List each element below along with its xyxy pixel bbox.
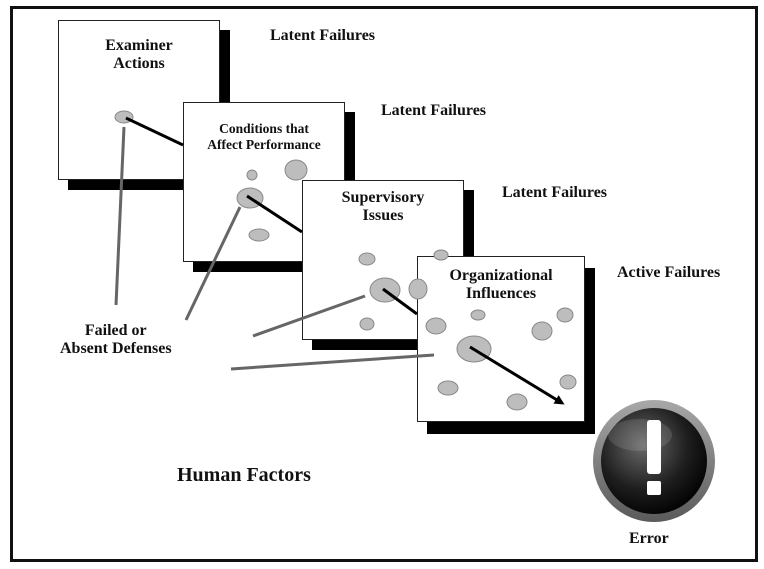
card-title-line: Supervisory bbox=[341, 189, 425, 206]
trajectory-segment bbox=[246, 194, 303, 234]
frame-border-top bbox=[10, 6, 758, 9]
frame-border-left bbox=[10, 6, 13, 562]
hole bbox=[246, 169, 258, 181]
card-title-organizational: Organizational Influences bbox=[418, 267, 584, 304]
hole bbox=[425, 317, 447, 335]
hole bbox=[359, 317, 375, 331]
human-factors-label: Human Factors bbox=[177, 464, 311, 486]
hole bbox=[408, 278, 428, 300]
hole bbox=[506, 393, 528, 411]
card-title-supervisory: Supervisory Issues bbox=[303, 189, 463, 226]
defense-pointer-line bbox=[114, 126, 126, 306]
error-icon bbox=[593, 400, 715, 522]
failed-absent-defenses-label: Failed or Absent Defenses bbox=[60, 322, 172, 359]
hole bbox=[556, 307, 574, 323]
hole bbox=[470, 309, 486, 321]
card-title-line: Affect Performance bbox=[207, 136, 321, 152]
trajectory-segment bbox=[382, 287, 418, 316]
frame-border-right bbox=[755, 6, 758, 562]
card-title-examiner-actions: Examiner Actions bbox=[59, 37, 219, 74]
card-examiner-actions: Examiner Actions bbox=[58, 20, 220, 180]
card-title-line: Conditions that bbox=[219, 121, 309, 136]
card-title-line: Influences bbox=[465, 285, 537, 303]
latent-failures-label-2: Latent Failures bbox=[381, 102, 487, 119]
card-title-conditions: Conditions that Affect Performance bbox=[184, 121, 344, 152]
hole bbox=[358, 252, 376, 266]
defense-pointer-line bbox=[230, 353, 435, 371]
hole bbox=[559, 374, 577, 390]
latent-failures-label-1: Latent Failures bbox=[270, 27, 376, 44]
card-title-line: Examiner bbox=[105, 37, 173, 54]
card-title-line: Issues bbox=[362, 207, 404, 225]
hole bbox=[437, 380, 459, 396]
hole bbox=[248, 228, 270, 242]
hole bbox=[433, 249, 449, 261]
hole bbox=[531, 321, 553, 341]
defenses-label-line: Absent Defenses bbox=[60, 340, 172, 358]
defense-pointer-line bbox=[184, 206, 242, 321]
card-title-line: Actions bbox=[113, 55, 165, 73]
card-title-line: Organizational bbox=[449, 267, 553, 284]
trajectory-arrow bbox=[469, 345, 565, 405]
defense-pointer-line bbox=[252, 294, 366, 338]
frame-border-bottom bbox=[10, 559, 758, 562]
active-failures-label: Active Failures bbox=[617, 264, 721, 281]
defenses-label-line: Failed or bbox=[84, 322, 147, 339]
error-label: Error bbox=[629, 530, 669, 547]
trajectory-segment bbox=[125, 116, 184, 147]
hole bbox=[284, 159, 308, 181]
latent-failures-label-3: Latent Failures bbox=[502, 184, 608, 201]
